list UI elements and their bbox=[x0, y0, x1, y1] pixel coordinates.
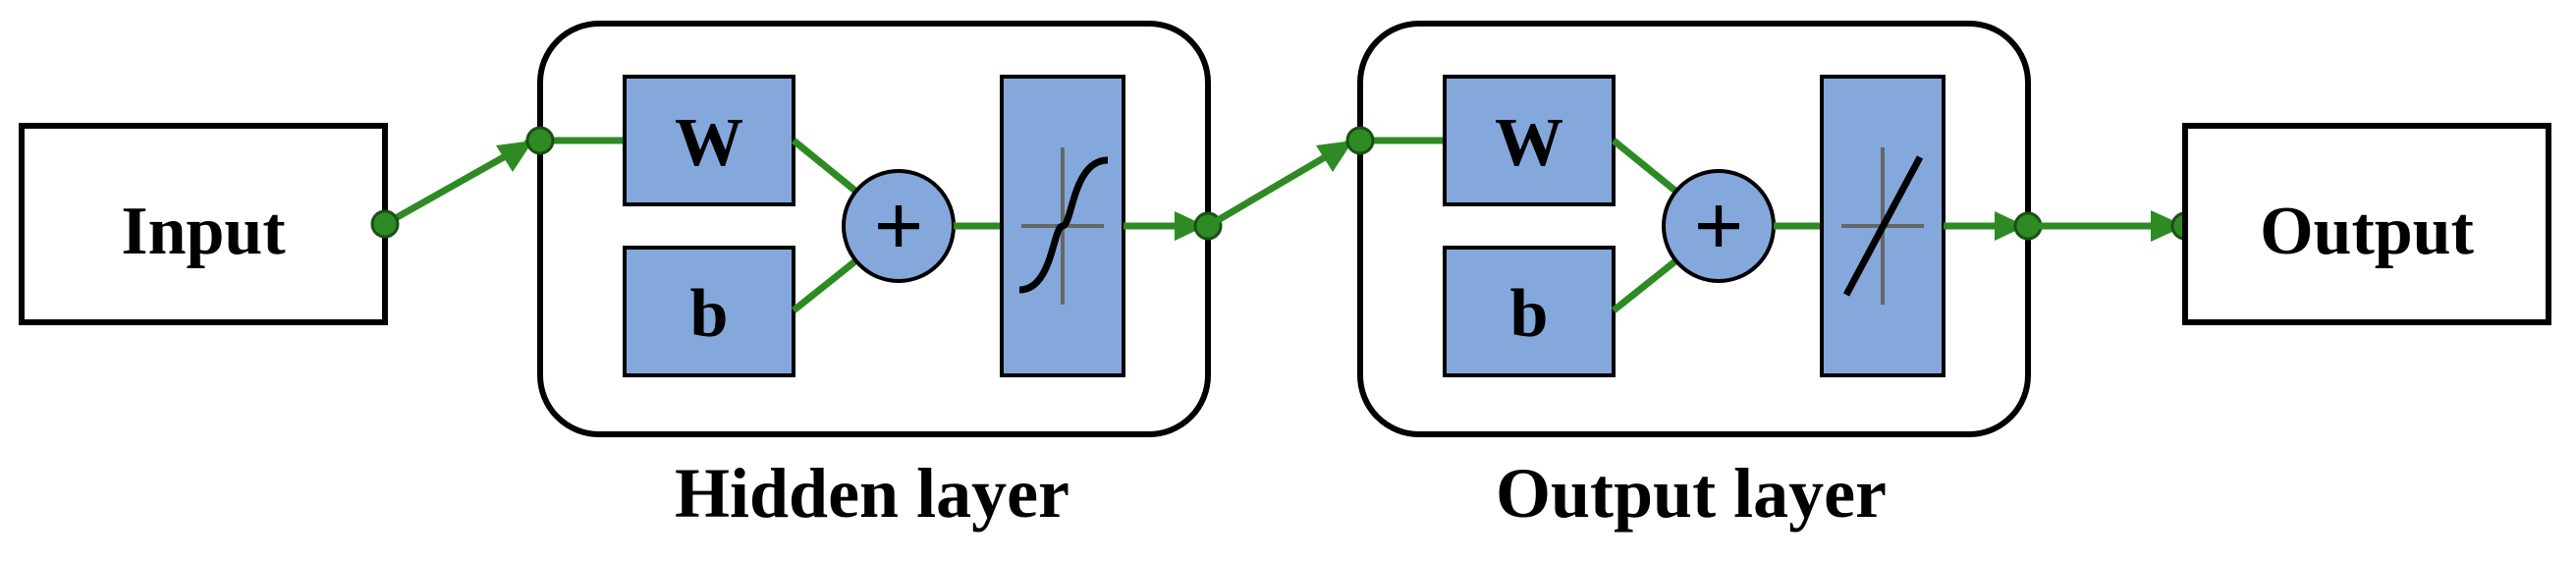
output-layer: W b + bbox=[1345, 21, 2043, 437]
hidden-weight-label: W bbox=[675, 105, 743, 181]
output-weight-label: W bbox=[1495, 105, 1563, 181]
input-arrowhead bbox=[496, 141, 533, 172]
output-layer-output-arrowhead bbox=[1995, 211, 2026, 241]
hidden-input-node bbox=[525, 126, 555, 155]
output-bias-wire bbox=[1611, 257, 1679, 313]
hidden-weight-wire bbox=[791, 138, 859, 195]
hidden-to-output-arrowhead bbox=[1316, 141, 1353, 172]
hidden-bias-wire bbox=[791, 257, 859, 313]
sigmoid-icon bbox=[1018, 147, 1109, 305]
hidden-output-arrowhead bbox=[1175, 211, 1206, 241]
output-weight-wire bbox=[1611, 138, 1679, 195]
linear-icon bbox=[1841, 147, 1924, 305]
input-block: Input bbox=[19, 123, 388, 325]
output-sum-symbol: + bbox=[1693, 178, 1743, 275]
input-node bbox=[370, 209, 400, 239]
output-bias-label: b bbox=[1510, 276, 1549, 352]
hidden-layer-caption: Hidden layer bbox=[675, 454, 1069, 533]
output-bias-block bbox=[1443, 246, 1616, 377]
output-block: Output bbox=[2182, 123, 2551, 325]
final-arrowhead bbox=[2151, 210, 2185, 242]
output-layer-input-node bbox=[1345, 126, 1375, 155]
hidden-bias-label: b bbox=[690, 276, 729, 352]
hidden-layer: W b + bbox=[525, 21, 1223, 437]
output-layer-caption: Output layer bbox=[1496, 454, 1887, 533]
output-label: Output bbox=[2260, 194, 2474, 269]
hidden-bias-block bbox=[623, 246, 795, 377]
input-label: Input bbox=[121, 194, 285, 269]
hidden-sum-symbol: + bbox=[873, 178, 923, 275]
